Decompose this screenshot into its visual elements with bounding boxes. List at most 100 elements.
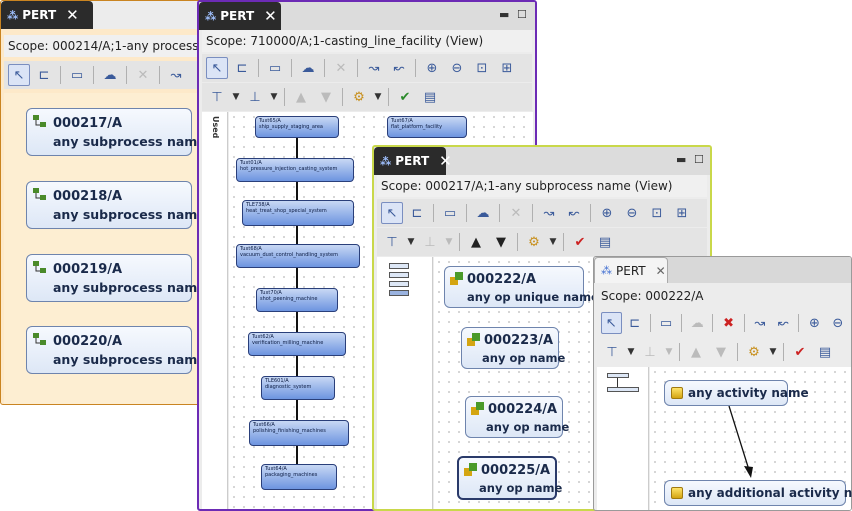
close-icon[interactable]: ✕ bbox=[264, 7, 277, 25]
close-icon[interactable]: ✕ bbox=[439, 152, 452, 170]
hierarchy-icon[interactable]: ⊏ bbox=[411, 205, 423, 221]
hierarchy-icon[interactable]: ⊏ bbox=[629, 315, 641, 331]
folder-icon[interactable]: ▤ bbox=[598, 234, 612, 250]
facility-node[interactable]: Tuxt64/A packaging_machines bbox=[261, 464, 337, 490]
pert-tab[interactable]: ⁂ PERT ✕ bbox=[1, 1, 93, 29]
unlink-icon[interactable]: ↜ bbox=[568, 205, 580, 221]
node-icon[interactable]: ▭ bbox=[70, 67, 84, 83]
chevron-down-icon[interactable]: ▼ bbox=[374, 92, 382, 102]
align-icon[interactable]: ⊥ bbox=[644, 344, 656, 360]
select-tool-icon[interactable]: ↖ bbox=[206, 57, 228, 79]
cloud-icon[interactable]: ☁ bbox=[476, 205, 490, 221]
chevron-down-icon[interactable]: ▼ bbox=[407, 237, 415, 247]
activity-node[interactable]: any additional activity name bbox=[664, 480, 852, 506]
zoom-fit-icon[interactable]: ⊡ bbox=[651, 205, 663, 221]
chevron-down-icon[interactable]: ▼ bbox=[232, 92, 240, 102]
chevron-down-icon[interactable]: ▼ bbox=[665, 347, 673, 357]
link-icon[interactable]: ↝ bbox=[170, 67, 182, 83]
link-icon[interactable]: ↝ bbox=[368, 60, 380, 76]
move-up-icon[interactable]: ▲ bbox=[471, 234, 481, 250]
subprocess-node[interactable]: 000217/A any subprocess name bbox=[26, 108, 206, 156]
chevron-down-icon[interactable]: ▼ bbox=[445, 237, 453, 247]
chevron-down-icon[interactable]: ▼ bbox=[549, 237, 557, 247]
validate-icon[interactable]: ✔ bbox=[574, 234, 586, 250]
cloud-icon[interactable]: ☁ bbox=[103, 67, 117, 83]
subprocess-node[interactable]: 000220/A any subprocess name bbox=[26, 326, 206, 374]
align-icon[interactable]: ⊥ bbox=[424, 234, 436, 250]
select-tool-icon[interactable]: ↖ bbox=[381, 202, 403, 224]
facility-node[interactable]: Tuxt62/A verification_milling_machine bbox=[248, 332, 346, 356]
close-icon[interactable]: ✕ bbox=[655, 263, 666, 278]
minimize-icon[interactable]: ▬ bbox=[499, 8, 510, 21]
layout-icon[interactable]: ⊤ bbox=[606, 344, 618, 360]
facility-node[interactable]: Tuxt70/A shot_peening_machine bbox=[256, 288, 338, 312]
delete-icon[interactable]: ✕ bbox=[510, 205, 522, 221]
hierarchy-icon[interactable]: ⊏ bbox=[38, 67, 50, 83]
folder-icon[interactable]: ▤ bbox=[818, 344, 832, 360]
select-tool-icon[interactable]: ↖ bbox=[8, 64, 30, 86]
chevron-down-icon[interactable]: ▼ bbox=[270, 92, 278, 102]
align-icon[interactable]: ⊥ bbox=[249, 89, 261, 105]
chevron-down-icon[interactable]: ▼ bbox=[769, 347, 777, 357]
cloud-icon[interactable]: ☁ bbox=[690, 315, 704, 331]
facility-node[interactable]: Tuxt65/A ship_supply_staging_area bbox=[255, 116, 339, 138]
node-id: 000225/A bbox=[481, 463, 551, 478]
pert-tab[interactable]: ⁂ PERT ✕ bbox=[374, 147, 452, 175]
zoom-fit-icon[interactable]: ⊡ bbox=[476, 60, 488, 76]
node-icon[interactable]: ▭ bbox=[659, 315, 673, 331]
zoom-out-icon[interactable]: ⊖ bbox=[626, 205, 638, 221]
delete-icon[interactable]: ✖ bbox=[723, 315, 734, 331]
facility-node[interactable]: TLE738/A heat_treat_shop_special_system bbox=[242, 200, 354, 226]
node-icon[interactable]: ▭ bbox=[268, 60, 282, 76]
zoom-out-icon[interactable]: ⊖ bbox=[832, 315, 844, 331]
facility-node[interactable]: Tuxt68/A vacuum_dust_control_handling_sy… bbox=[236, 244, 360, 268]
select-tool-icon[interactable]: ↖ bbox=[601, 312, 622, 334]
close-icon[interactable]: ✕ bbox=[66, 6, 79, 24]
zoom-in-icon[interactable]: ⊕ bbox=[426, 60, 438, 76]
zoom-select-icon[interactable]: ⊞ bbox=[676, 205, 688, 221]
minimize-icon[interactable]: ▬ bbox=[676, 153, 687, 166]
op-node-selected[interactable]: 000225/A any op name bbox=[457, 456, 562, 500]
zoom-in-icon[interactable]: ⊕ bbox=[808, 315, 820, 331]
move-down-icon[interactable]: ▼ bbox=[496, 234, 506, 250]
node-icon[interactable]: ▭ bbox=[443, 205, 457, 221]
activity-node[interactable]: any activity name bbox=[664, 380, 809, 406]
layout-icon[interactable]: ⊤ bbox=[211, 89, 223, 105]
zoom-in-icon[interactable]: ⊕ bbox=[601, 205, 613, 221]
facility-node[interactable]: Tuxt66/A polishing_finishing_machines bbox=[249, 420, 349, 446]
delete-icon[interactable]: ✕ bbox=[335, 60, 347, 76]
facility-node[interactable]: Tuxt01/A hot_pressure_injection_casting_… bbox=[236, 158, 354, 182]
subprocess-node[interactable]: 000218/A any subprocess name bbox=[26, 181, 206, 229]
subprocess-node[interactable]: 000219/A any subprocess name bbox=[26, 254, 206, 302]
link-icon[interactable]: ↝ bbox=[754, 315, 766, 331]
cloud-icon[interactable]: ☁ bbox=[301, 60, 315, 76]
op-node[interactable]: 000224/A any op name bbox=[465, 396, 569, 438]
unlink-icon[interactable]: ↜ bbox=[777, 315, 789, 331]
op-node[interactable]: 000222/A any op unique name bbox=[444, 266, 599, 308]
chevron-down-icon[interactable]: ▼ bbox=[627, 347, 635, 357]
move-up-icon[interactable]: ▲ bbox=[296, 89, 306, 105]
validate-icon[interactable]: ✔ bbox=[399, 89, 411, 105]
filter-icon[interactable]: ⚙ bbox=[748, 344, 760, 360]
filter-icon[interactable]: ⚙ bbox=[528, 234, 540, 250]
pert-tab[interactable]: ⁂ PERT ✕ bbox=[594, 257, 668, 283]
delete-icon[interactable]: ✕ bbox=[137, 67, 149, 83]
maximize-icon[interactable]: ☐ bbox=[517, 8, 527, 21]
layout-icon[interactable]: ⊤ bbox=[386, 234, 398, 250]
move-up-icon[interactable]: ▲ bbox=[691, 344, 701, 360]
zoom-out-icon[interactable]: ⊖ bbox=[451, 60, 463, 76]
move-down-icon[interactable]: ▼ bbox=[716, 344, 726, 360]
op-node[interactable]: 000223/A any op name bbox=[461, 327, 565, 369]
facility-node[interactable]: Tuxt67/A flat_platform_facility bbox=[387, 116, 467, 138]
hierarchy-icon[interactable]: ⊏ bbox=[236, 60, 248, 76]
unlink-icon[interactable]: ↜ bbox=[393, 60, 405, 76]
facility-node[interactable]: TLE601/A diagnostic_system bbox=[261, 376, 335, 400]
maximize-icon[interactable]: ☐ bbox=[694, 153, 704, 166]
folder-icon[interactable]: ▤ bbox=[423, 89, 437, 105]
zoom-select-icon[interactable]: ⊞ bbox=[501, 60, 513, 76]
move-down-icon[interactable]: ▼ bbox=[321, 89, 331, 105]
pert-tab[interactable]: ⁂ PERT ✕ bbox=[199, 2, 281, 30]
filter-icon[interactable]: ⚙ bbox=[353, 89, 365, 105]
validate-icon[interactable]: ✔ bbox=[794, 344, 806, 360]
link-icon[interactable]: ↝ bbox=[543, 205, 555, 221]
